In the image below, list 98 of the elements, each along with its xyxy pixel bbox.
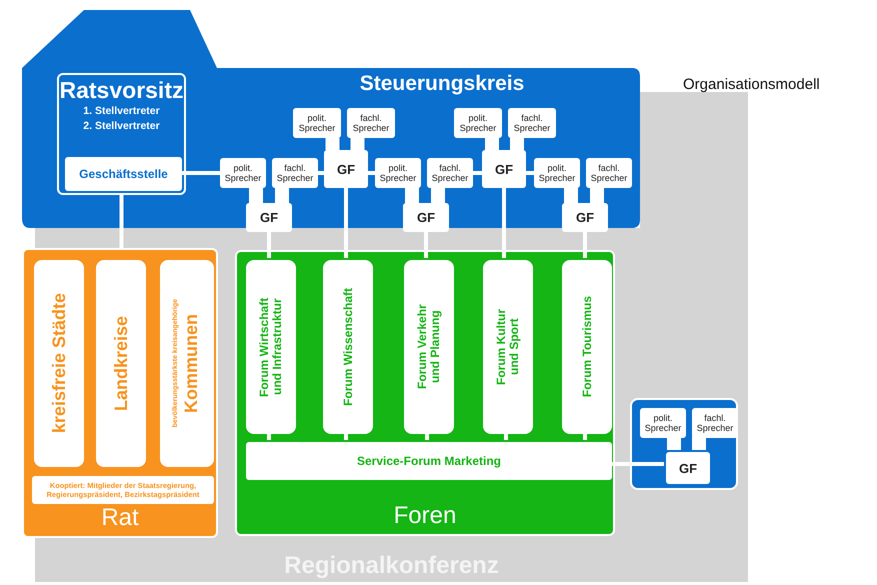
connector-line [344, 188, 348, 258]
spokesperson-box [640, 408, 686, 438]
forum-box [246, 260, 296, 434]
connector-band [667, 436, 681, 450]
subtitle: 1. Stellvertreter [82, 104, 161, 119]
connector-band [350, 138, 364, 150]
council-panel [22, 248, 218, 538]
spokesperson-box [534, 158, 580, 188]
connector-line [425, 432, 429, 440]
spokesperson-box [347, 108, 395, 138]
section-title: Ratsvorsitz [59, 77, 184, 104]
connector-line [610, 462, 664, 466]
connector-line [583, 432, 587, 440]
chair-box [57, 73, 186, 195]
connector-line [120, 195, 124, 248]
box-label: polit. Sprecher [298, 113, 336, 133]
box-label: GF [336, 162, 356, 176]
box-label: GF [678, 460, 698, 476]
spokesperson-box [586, 158, 632, 188]
box-label: polit. Sprecher [644, 413, 682, 433]
box-label: Service-Forum Marketing [356, 454, 502, 468]
connector-line [473, 171, 482, 175]
connector-line [502, 188, 506, 258]
box-label: Forum Kultur und Sport [495, 308, 521, 387]
box-label: Forum Verkehr und Planung [416, 304, 442, 392]
management-box [562, 203, 608, 232]
section-title: Rat [100, 504, 140, 532]
management-box [666, 452, 710, 484]
box-label: fachl. Sprecher [276, 163, 314, 183]
connector-band [590, 188, 604, 203]
box-label: fachl. Sprecher [352, 113, 390, 133]
member-group-box [96, 260, 146, 467]
connector-band [510, 138, 524, 150]
connector-line [583, 232, 587, 258]
box-label: GF [576, 210, 594, 225]
spokesperson-box [293, 108, 341, 138]
steering-committee-panel [22, 10, 640, 228]
box-label: fachl. Sprecher [430, 163, 470, 183]
box-label: GF [494, 162, 514, 176]
connector-line [267, 232, 271, 258]
member-group-box [34, 260, 84, 467]
section-title: Foren [392, 502, 458, 530]
box-label: fachl. Sprecher [512, 113, 552, 133]
forum-box [562, 260, 612, 434]
box-label: kreisfreie Städte [48, 293, 70, 434]
connector-band [326, 138, 340, 150]
connector-line [318, 171, 324, 175]
connector-line [368, 171, 375, 175]
forum-box [323, 260, 373, 434]
member-group-box [160, 260, 214, 467]
connector-line [344, 432, 348, 440]
connector-band [405, 188, 419, 203]
box-label: polit. Sprecher [224, 163, 262, 183]
connector-band [485, 138, 499, 150]
box-label: fachl. Sprecher [696, 413, 734, 433]
management-box [403, 203, 449, 232]
box-label: Forum Wirtschaft und Infrastruktur [258, 296, 284, 399]
box-label: GF [416, 210, 436, 225]
management-box [482, 150, 526, 188]
section-title: Steuerungskreis [358, 72, 526, 96]
spokesperson-box [272, 158, 318, 188]
connector-line [526, 171, 534, 175]
forum-box [483, 260, 533, 434]
box-label: polit. Sprecher [378, 163, 418, 183]
connector-line [180, 171, 220, 175]
subtitle: 2. Stellvertreter [82, 119, 161, 134]
connector-line [504, 432, 508, 440]
office-box [65, 157, 182, 191]
spokesperson-box [508, 108, 556, 138]
spokesperson-box [454, 108, 502, 138]
box-label: GF [260, 210, 278, 225]
connector-band [275, 188, 289, 203]
forums-panel [235, 250, 615, 536]
box-label: Kommunen [181, 314, 202, 413]
spokesperson-box [427, 158, 473, 188]
connector-band [692, 436, 706, 450]
connector-band [249, 188, 263, 203]
box-label: polit. Sprecher [538, 163, 576, 183]
box-label: Forum Wissenschaft [342, 288, 354, 406]
service-forum-bar [246, 442, 612, 480]
spokesperson-box [375, 158, 421, 188]
management-box [246, 203, 292, 232]
spokesperson-box [220, 158, 266, 188]
box-label: polit. Sprecher [458, 113, 498, 133]
box-label: Forum Tourismus [580, 296, 594, 398]
box-label: Geschäftsstelle [79, 167, 168, 181]
spokesperson-box [692, 408, 738, 438]
connector-band [564, 188, 578, 203]
connector-line [267, 432, 271, 440]
connector-band [431, 188, 445, 203]
connector-line [424, 232, 428, 258]
note-box [32, 476, 214, 504]
panel-box [630, 398, 738, 490]
label-text: Organisationsmodell [683, 76, 820, 93]
box-label: Landkreise [110, 316, 132, 412]
management-box [324, 150, 368, 188]
forum-box [404, 260, 454, 434]
box-label: fachl. Sprecher [590, 163, 628, 183]
